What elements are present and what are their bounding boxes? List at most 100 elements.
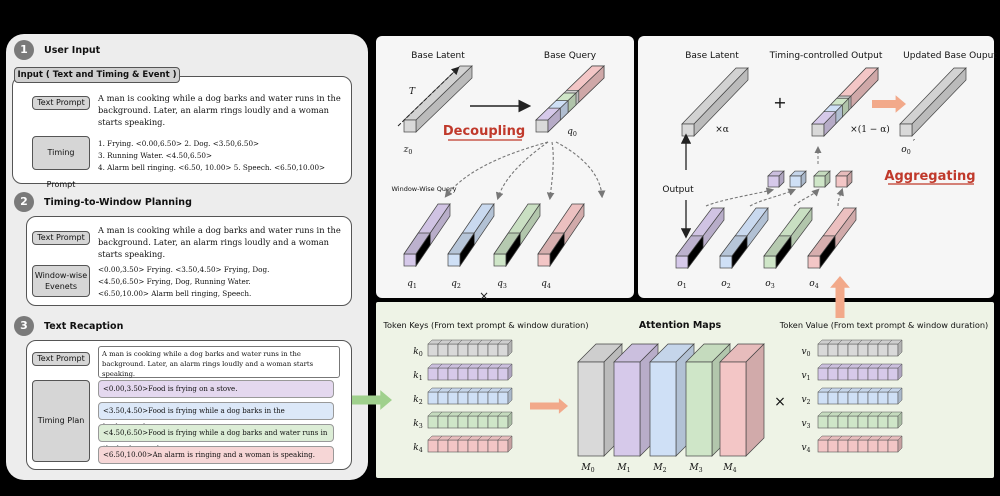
agg-base-latent-bar-front (681, 123, 695, 137)
k4-label: k4 (413, 443, 422, 454)
value-row-3-cell-1 (827, 415, 839, 429)
v3-label-sub: 3 (807, 423, 811, 430)
key-row-4-side (507, 435, 513, 453)
timing-output-bar-seg-side-2 (842, 97, 850, 118)
o-bar-2-seg-side-0 (731, 234, 748, 270)
key-row-0-side (507, 339, 513, 357)
window-query-bar-2-front (447, 253, 461, 267)
agg-fat-arrow (872, 95, 906, 113)
agg-cube-2-front (789, 175, 802, 188)
m3-label: M3 (688, 463, 702, 474)
key-row-1-cell-0 (427, 367, 439, 381)
value-row-4-cell-1 (827, 439, 839, 453)
planning-title: Timing-to-Window Planning (44, 197, 192, 208)
value-row-2-cell-7 (887, 391, 899, 405)
k2-label-sub: 2 (419, 399, 423, 406)
key-row-4-cell-4 (467, 439, 479, 453)
text-prompt-tag-1: Text Prompt (32, 96, 90, 110)
q1-label-sub: 1 (413, 283, 417, 290)
value-row-1-cell-0 (817, 367, 829, 381)
base-latent-bar-side (415, 65, 473, 133)
input-header: Input ( Text and Timing & Event ) (14, 67, 180, 83)
token-value-label: Token Value (From text prompt & window d… (779, 320, 989, 330)
k2-label: k2 (413, 395, 422, 406)
key-row-3-cell-2 (447, 415, 459, 429)
window-query-bar-2-seg-side-0 (459, 231, 475, 268)
base-query-bar-seg-side-2 (567, 92, 577, 114)
key-row-2-cell-5 (477, 391, 489, 405)
window-tag-line-2: Evenets (44, 282, 77, 291)
window-line-2: <4.50,6.50> Frying, Dog, Running Water. (98, 277, 251, 286)
value-row-2-cell-5 (867, 391, 879, 405)
timing-output-bar (811, 67, 879, 137)
value-row-2-side (897, 387, 903, 405)
planning-text-prompt: A man is cooking while a dog barks and w… (98, 225, 341, 259)
o0-prime-mark: ′ (913, 139, 915, 149)
o1-label: o1 (677, 279, 686, 290)
window-line-3: <6.50,10.00> Alarm bell ringing, Speech. (98, 289, 252, 298)
arc-o4 (836, 187, 844, 207)
o0-prime-label: o0 (901, 145, 910, 156)
key-row-0-cell-7 (497, 343, 509, 357)
step-badge-3: 3 (14, 316, 34, 336)
value-row-1-cell-1 (827, 367, 839, 381)
timing-output-label: Timing-controlled Output (769, 51, 883, 61)
base-query-bar (535, 65, 605, 133)
m0-label: M0 (580, 463, 594, 474)
key-row-1-cell-5 (477, 367, 489, 381)
timing-lines: 1. Frying. <0.00,6.50> 2. Dog. <3.50,6.5… (98, 138, 325, 174)
window-query-bar-3-front (493, 253, 507, 267)
window-wise-tag: Window-wise Evenets (32, 265, 90, 297)
updated-output-label: Updated Base Ouput (903, 51, 997, 61)
timing-plan-tag: Timing Plan (32, 380, 90, 462)
base-query-label: Base Query (544, 51, 597, 61)
plan-item-4: <6.50,10.00>An alarm is ringing and a wo… (98, 446, 334, 464)
value-row-2-cell-1 (827, 391, 839, 405)
window-query-bar-1 (403, 202, 451, 268)
window-line-1: <0.00,3.50> Frying. <3.50,4.50> Frying, … (98, 265, 270, 274)
window-lines: <0.00,3.50> Frying. <3.50,4.50> Frying, … (98, 264, 269, 300)
value-row-3-cell-6 (877, 415, 889, 429)
o-bar-1 (675, 206, 725, 270)
o-bar-4 (807, 206, 857, 270)
q1-label: q1 (407, 279, 417, 290)
q3-label: q3 (497, 279, 507, 290)
arc-q2 (495, 141, 549, 201)
agg-cube-4-front (835, 175, 848, 188)
t-arrow (397, 66, 460, 127)
value-row-4-cell-6 (877, 439, 889, 453)
map-front-4 (719, 361, 747, 457)
v1-label-sub: 1 (807, 375, 811, 382)
z0-label-sub: 0 (408, 149, 412, 156)
reception-text-prompt: A man is cooking while a dog barks and w… (98, 346, 340, 378)
keys-to-maps-arrow (530, 398, 568, 414)
o-bar-3-front (763, 255, 777, 269)
key-row-2-cell-1 (437, 391, 449, 405)
value-row-3-cell-5 (867, 415, 879, 429)
value-row-2-cell-3 (847, 391, 859, 405)
key-row-1-cell-6 (487, 367, 499, 381)
o-bar-2 (719, 206, 769, 270)
value-row-0-cell-0 (817, 343, 829, 357)
q0-label: q0 (567, 127, 577, 138)
window-query-label: Window-Wise Query (391, 185, 456, 193)
arc-q4 (555, 141, 606, 199)
key-row-2-cell-7 (497, 391, 509, 405)
user-input-title: User Input (44, 45, 101, 56)
reception-title: Text Recaption (44, 321, 124, 332)
text-prompt-tag-2: Text Prompt (32, 231, 90, 245)
q4-label-sub: 4 (547, 283, 551, 290)
step-badge-2: 2 (14, 192, 34, 212)
agg-cube-3 (813, 170, 831, 188)
key-row-2-cell-2 (447, 391, 459, 405)
value-row-4-cell-7 (887, 439, 899, 453)
timing-line-3: 4. Alarm bell ringing. <6.50, 10.00> 5. … (98, 163, 326, 172)
value-row-3-cell-2 (837, 415, 849, 429)
updated-output-bar-side (911, 67, 967, 137)
value-row-4-cell-5 (867, 439, 879, 453)
arc-o1 (705, 187, 775, 207)
key-row-4-cell-7 (497, 439, 509, 453)
updated-output-bar-top (899, 67, 967, 125)
